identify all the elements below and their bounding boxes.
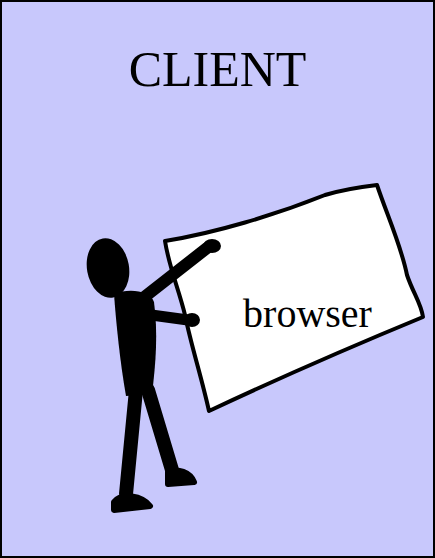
browser-sheet: browser	[155, 175, 430, 420]
sheet-shape	[165, 185, 423, 411]
box-title: CLIENT	[2, 40, 433, 98]
sheet-label: browser	[195, 290, 420, 337]
